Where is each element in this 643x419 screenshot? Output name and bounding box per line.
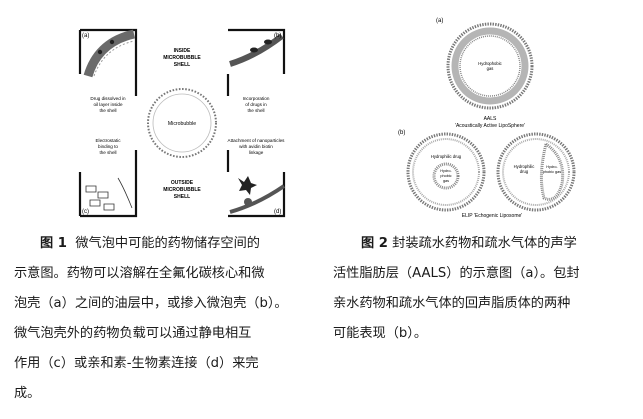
central-microbubble (147, 88, 217, 158)
panel-b-label: (b) (274, 33, 281, 39)
caption1-label: 图 1 (40, 236, 67, 251)
panel-d-nanoparticles (229, 176, 286, 214)
electrostatic-l2: binding to (98, 144, 118, 149)
gas3-l2: phobic gas (543, 170, 561, 174)
elip-left-liposome (406, 132, 486, 212)
hydrophilic-drug-label: Hydrophilic drug (431, 154, 462, 159)
panel-a-label: (a) (82, 33, 89, 39)
drug-oil-l3: the shell (99, 108, 116, 113)
caption-figure-1: 图 1 微气泡中可能的药物储存空间的 示意图。药物可以溶解在全氟化碳核心和微 泡… (14, 229, 314, 409)
fig2-label-b: (b) (398, 130, 405, 136)
inside-shell-l2: MICROBUBBLE (163, 55, 201, 61)
caption2-line1: 图 2 封装疏水药物和疏水气体的声学 (333, 229, 633, 259)
drug-oil-l2: oil layer inside (93, 102, 123, 107)
attachment-l2: with avidin biotin (239, 144, 273, 149)
panel-a-oil-layer (83, 29, 136, 78)
attachment-l3: linkage (249, 150, 264, 155)
caption-figure-2: 图 2 封装疏水药物和疏水气体的声学 活性脂肪层（AALS）的示意图（a）。包封… (333, 229, 633, 349)
gas1-l2: gas (487, 66, 494, 71)
incorporation-l2: of drugs in (245, 102, 267, 107)
elip-label: ELIP 'Echogenic Liposome' (462, 213, 523, 219)
gas1-l1: Hydrophobic (478, 61, 502, 66)
caption2-line4: 可能表现（b）。 (333, 326, 428, 341)
caption2-line2: 活性脂肪层（AALS）的示意图（a）。包封 (333, 266, 580, 281)
figure-2-liposome-diagram: (a) Hydrophobic gas AALS 'Acoustically A… (398, 18, 576, 219)
caption1-line2: 示意图。药物可以溶解在全氟化碳核心和微 (14, 266, 265, 281)
fig2-label-a: (a) (436, 18, 443, 24)
hydrophilic-drug2-l1: Hydrophilic (514, 164, 535, 169)
electrostatic-l1: Electrostatic (95, 138, 121, 143)
incorporation-l3: the shell (247, 108, 264, 113)
panel-d-label: (d) (274, 209, 281, 215)
gas2-l3: gas (443, 179, 449, 183)
panel-b-shell-drugs (229, 33, 284, 67)
inside-shell-l1: INSIDE (174, 48, 191, 54)
caption1-line5: 作用（c）或亲和素-生物素连接（d）来完 (14, 356, 259, 371)
elip-right-liposome (496, 132, 576, 212)
caption1-line1: 图 1 微气泡中可能的药物储存空间的 (14, 229, 314, 259)
outside-shell-l3: SHELL (174, 194, 190, 200)
microbubble-label: Microbubble (168, 121, 196, 127)
caption1-text1: 微气泡中可能的药物储存空间的 (75, 236, 260, 251)
outside-shell-l2: MICROBUBBLE (163, 187, 201, 193)
aals-full-label: 'Acoustically Active LipoSphere' (455, 123, 525, 129)
outside-shell-l1: OUTSIDE (171, 180, 194, 186)
caption2-text1: 封装疏水药物和疏水气体的声学 (392, 236, 577, 251)
aals-sphere (446, 22, 534, 110)
panel-c-electrostatic (85, 177, 133, 211)
incorporation-l1: Incorporation (243, 96, 270, 101)
panel-c-label: (c) (82, 209, 89, 215)
caption2-line3: 亲水药物和疏水气体的回声脂质体的两种 (333, 296, 571, 311)
inside-shell-l3: SHELL (174, 62, 190, 68)
caption1-line3: 泡壳（a）之间的油层中，或掺入微泡壳（b）。 (14, 296, 288, 311)
hydrophilic-drug2-l2: drug (520, 169, 529, 174)
caption2-label: 图 2 (361, 236, 388, 251)
gas3-l1: Hydro- (546, 165, 558, 169)
figure-1-microbubble-diagram: (a) (b) (c) (d) Microbubble INSIDE MICRO… (78, 28, 286, 218)
aals-label: AALS (484, 116, 497, 122)
drug-oil-l1: Drug dissolved in (90, 96, 126, 101)
gas2-l2: phobic (440, 174, 451, 178)
caption1-line4: 微气泡壳外的药物负载可以通过静电相互 (14, 326, 252, 341)
attachment-l1: Attachment of nanoparticles (228, 138, 286, 143)
caption1-line6: 成。 (14, 386, 41, 401)
electrostatic-l3: the shell (99, 150, 116, 155)
gas2-l1: Hydro- (440, 169, 452, 173)
